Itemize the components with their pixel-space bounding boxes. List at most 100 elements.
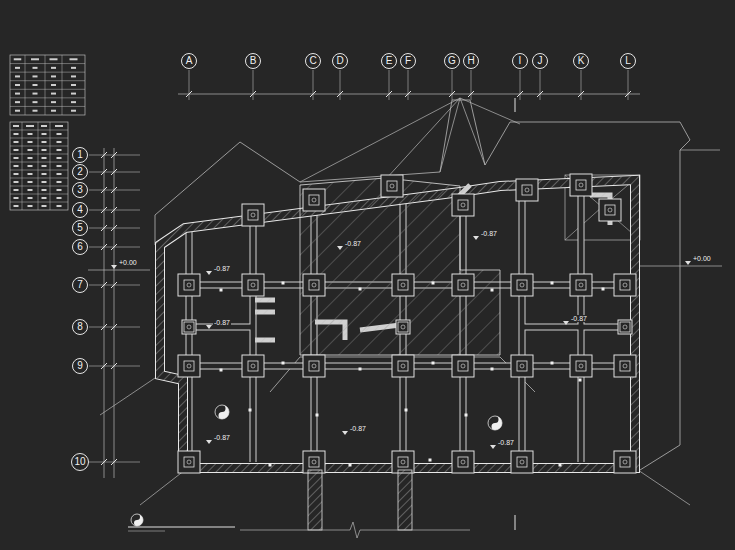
dimension-tick bbox=[101, 244, 107, 250]
column bbox=[516, 179, 538, 201]
partition-wall bbox=[255, 298, 275, 303]
table-entry bbox=[28, 157, 33, 159]
table-entry bbox=[57, 133, 62, 135]
column-mark bbox=[461, 364, 465, 368]
column bbox=[242, 204, 264, 226]
table-entry bbox=[14, 205, 19, 207]
grid-label: H bbox=[467, 56, 474, 66]
beam bbox=[522, 324, 625, 331]
roof-hip-line bbox=[385, 98, 460, 180]
dimension-tick bbox=[101, 282, 107, 288]
room-symbol-fill bbox=[134, 514, 143, 526]
table-entry bbox=[42, 141, 47, 143]
level-triangle bbox=[473, 236, 479, 240]
table-entry bbox=[28, 189, 33, 191]
table-rule bbox=[10, 154, 68, 155]
column bbox=[511, 274, 533, 296]
column bbox=[614, 274, 636, 296]
beam-core bbox=[522, 325, 625, 330]
rebar-mark bbox=[269, 464, 272, 467]
table-entry bbox=[51, 101, 56, 103]
room-symbol bbox=[131, 514, 143, 526]
elevation-label: +0.00 bbox=[692, 255, 712, 262]
table-entry bbox=[42, 205, 47, 207]
grid-leader bbox=[540, 70, 541, 100]
elevation-label: -0.87 bbox=[497, 439, 515, 446]
table-entry bbox=[71, 67, 76, 69]
column-mark bbox=[401, 364, 405, 368]
grid-label: 2 bbox=[77, 167, 83, 177]
dimension-tick bbox=[250, 91, 256, 97]
dimension-line bbox=[114, 148, 115, 478]
rebar-mark bbox=[551, 282, 554, 285]
column-core bbox=[458, 200, 468, 210]
grid-leader bbox=[253, 70, 254, 100]
grid-leader bbox=[471, 70, 472, 100]
table-entry bbox=[71, 84, 76, 86]
table-entry bbox=[51, 67, 56, 69]
table-entry bbox=[57, 141, 62, 143]
table-entry bbox=[14, 149, 19, 151]
table-rule bbox=[10, 162, 68, 163]
column-mark bbox=[187, 325, 191, 329]
table-entry bbox=[55, 125, 63, 127]
table-entry bbox=[15, 67, 20, 69]
grid-label: D bbox=[336, 56, 343, 66]
grid-bubble: 5 bbox=[72, 220, 88, 236]
column-mark bbox=[623, 364, 627, 368]
roof-hip-line bbox=[440, 98, 460, 172]
rebar-mark bbox=[249, 409, 252, 412]
column bbox=[381, 175, 403, 197]
table-entry bbox=[14, 173, 19, 175]
grid-label: A bbox=[186, 56, 193, 66]
table-rule bbox=[38, 122, 39, 210]
level-triangle bbox=[206, 271, 212, 275]
table-entry bbox=[51, 93, 56, 95]
rebar-mark bbox=[220, 369, 223, 372]
column-mark bbox=[520, 283, 524, 287]
table-entry bbox=[33, 67, 38, 69]
column-core bbox=[248, 361, 258, 371]
column bbox=[392, 355, 414, 377]
partition-hatch bbox=[255, 338, 275, 342]
level-triangle bbox=[342, 431, 348, 435]
column-mark bbox=[312, 198, 316, 202]
column-mark bbox=[390, 184, 394, 188]
grid-label: F bbox=[405, 56, 411, 66]
elevation-label: -0.87 bbox=[480, 230, 498, 237]
table-entry bbox=[71, 101, 76, 103]
table-entry bbox=[71, 75, 76, 77]
grid-label: B bbox=[250, 56, 257, 66]
column-core bbox=[620, 361, 630, 371]
table-entry bbox=[28, 149, 33, 151]
partition-hatch bbox=[255, 298, 275, 302]
beam-core bbox=[251, 219, 256, 462]
column-core bbox=[248, 210, 258, 220]
elevation-label: -0.87 bbox=[213, 319, 231, 326]
dimension-tick bbox=[111, 225, 117, 231]
column-core bbox=[309, 361, 319, 371]
column bbox=[511, 451, 533, 473]
dimension-tick bbox=[101, 187, 107, 193]
table-rule bbox=[10, 97, 85, 98]
column bbox=[178, 355, 200, 377]
table-rule bbox=[10, 80, 85, 81]
table-entry bbox=[26, 125, 34, 127]
column-mark bbox=[187, 460, 191, 464]
level-triangle bbox=[111, 265, 117, 269]
column bbox=[452, 194, 474, 216]
grid-bubble: 9 bbox=[72, 358, 88, 374]
table-rule bbox=[10, 89, 85, 90]
grid-leader bbox=[581, 70, 582, 100]
rebar-mark bbox=[429, 459, 432, 462]
column-mark bbox=[187, 364, 191, 368]
grid-bubble: K bbox=[573, 53, 589, 69]
column-mark bbox=[251, 283, 255, 287]
roof-hip-line bbox=[140, 470, 185, 505]
column-mark bbox=[187, 283, 191, 287]
column-mark bbox=[608, 208, 612, 212]
column-mark bbox=[525, 188, 529, 192]
table-entry bbox=[28, 181, 33, 183]
table-rule bbox=[10, 178, 68, 179]
